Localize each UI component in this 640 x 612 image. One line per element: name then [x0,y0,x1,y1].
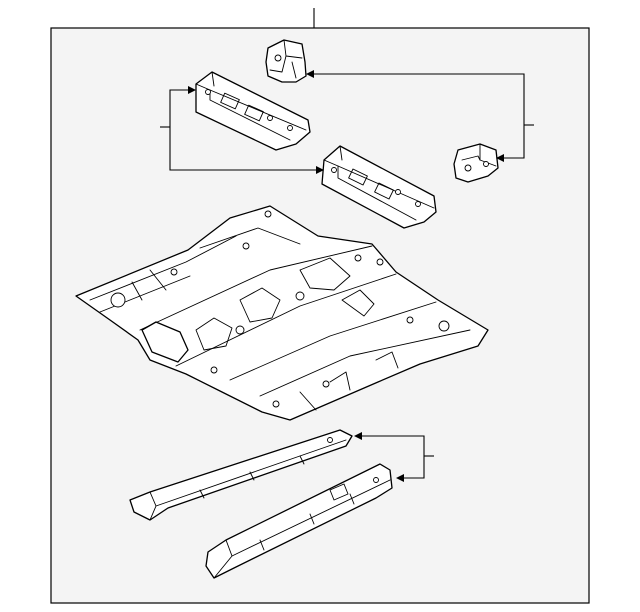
mount-bracket-right[interactable] [453,143,499,183]
rocker-reinforcement-front[interactable] [129,429,353,521]
seat-crossmember-rear[interactable] [321,145,437,229]
mount-bracket-upper[interactable] [265,39,307,83]
rocker-reinforcement-rear[interactable] [205,463,393,579]
callout-crossmembers [160,86,324,174]
floor-pan[interactable] [75,205,489,421]
callout-rocker-reinforcements [354,432,434,482]
callout-brackets [306,70,534,162]
seat-crossmember-front[interactable] [195,71,311,151]
